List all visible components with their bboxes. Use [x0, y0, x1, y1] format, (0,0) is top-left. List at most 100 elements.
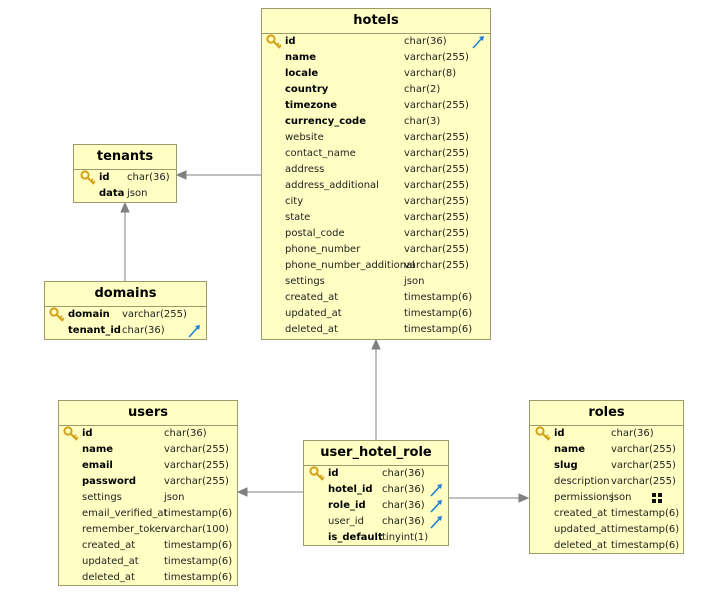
- column-type: varchar(8): [404, 68, 457, 79]
- column-type: varchar(255): [164, 460, 229, 471]
- column-name: settings: [285, 276, 325, 287]
- column-name: updated_at: [554, 524, 611, 535]
- column-type: timestamp(6): [164, 572, 233, 583]
- arrowhead-tenants-from-domains: [120, 201, 130, 213]
- column-row[interactable]: hotel_id char(36): [304, 482, 448, 498]
- column-type: varchar(255): [404, 52, 469, 63]
- column-type: varchar(255): [404, 100, 469, 111]
- column-name: deleted_at: [285, 324, 338, 335]
- column-type: char(36): [382, 468, 425, 479]
- column-name: id: [285, 36, 296, 47]
- column-type: varchar(255): [404, 260, 469, 271]
- column-name: id: [554, 428, 565, 439]
- primary-key-icon: [49, 307, 65, 323]
- column-type: char(36): [382, 516, 425, 527]
- table-roles-title: roles: [530, 401, 683, 426]
- primary-key-icon: [266, 34, 282, 50]
- column-name: settings: [82, 492, 122, 503]
- primary-key-icon: [535, 426, 551, 442]
- column-type: json: [404, 276, 425, 287]
- column-name: name: [554, 444, 586, 455]
- column-name: state: [285, 212, 311, 223]
- column-type: varchar(255): [404, 180, 469, 191]
- column-name: currency_code: [285, 116, 366, 127]
- column-name: deleted_at: [82, 572, 135, 583]
- column-name: remember_token: [82, 524, 168, 535]
- column-type: char(3): [404, 116, 441, 127]
- column-row[interactable]: currency_code char(3): [262, 114, 490, 130]
- column-row[interactable]: settings json: [262, 274, 490, 290]
- column-type: char(36): [164, 428, 207, 439]
- arrowhead-users: [236, 487, 248, 497]
- column-type: varchar(255): [122, 309, 187, 320]
- column-name: id: [328, 468, 339, 479]
- column-type: timestamp(6): [611, 540, 680, 551]
- column-name: id: [99, 172, 110, 183]
- column-name: address_additional: [285, 180, 379, 191]
- column-name: created_at: [554, 508, 608, 519]
- foreign-key-icon: [470, 34, 486, 50]
- column-name: is_default: [328, 532, 383, 543]
- column-row[interactable]: id char(36): [304, 466, 448, 482]
- column-row[interactable]: deleted_at timestamp(6): [59, 570, 237, 586]
- column-type: char(36): [382, 484, 425, 495]
- column-name: phone_number: [285, 244, 361, 255]
- primary-key-icon: [63, 426, 79, 442]
- foreign-key-icon: [186, 323, 202, 339]
- column-name: tenant_id: [68, 325, 121, 336]
- column-name: address: [285, 164, 325, 175]
- column-type: timestamp(6): [404, 292, 473, 303]
- column-type: tinyint(1): [382, 532, 429, 543]
- column-row[interactable]: address_additional varchar(255): [262, 178, 490, 194]
- column-name: hotel_id: [328, 484, 373, 495]
- arrowhead-roles: [518, 493, 530, 503]
